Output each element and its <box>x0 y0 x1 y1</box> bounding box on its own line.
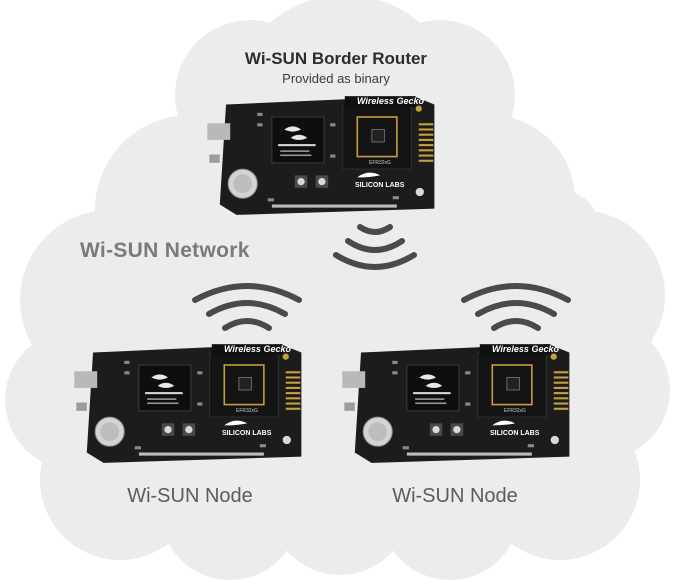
product-label: Wireless Gecko <box>492 344 559 354</box>
node-label-1: Wi-SUN Node <box>127 485 253 507</box>
wifi-signal-icon <box>333 224 417 270</box>
product-label: Wireless Gecko <box>224 344 291 354</box>
router-title: Wi-SUN Border Router <box>244 49 428 68</box>
brand-label: SILICON LABS <box>355 182 405 189</box>
router-subtitle: Provided as binary <box>282 71 390 86</box>
radio-label: EFR32xG <box>504 408 526 414</box>
radio-label: EFR32xG <box>236 408 258 414</box>
node-board-1: Wireless Gecko SILICON LABS EFR32xG <box>72 340 312 465</box>
product-label: Wireless Gecko <box>357 96 424 106</box>
radio-label: EFR32xG <box>369 160 391 166</box>
wifi-signal-icon <box>461 283 571 331</box>
node-label-2: Wi-SUN Node <box>392 485 518 507</box>
node-board-2: Wireless Gecko SILICON LABS EFR32xG <box>340 340 580 465</box>
wifi-signal-icon <box>192 283 302 331</box>
network-label: Wi-SUN Network <box>80 239 250 262</box>
brand-label: SILICON LABS <box>490 430 540 437</box>
border-router-board: Wireless Gecko SILICON LABS EFR32xG <box>205 92 445 217</box>
brand-label: SILICON LABS <box>222 430 272 437</box>
